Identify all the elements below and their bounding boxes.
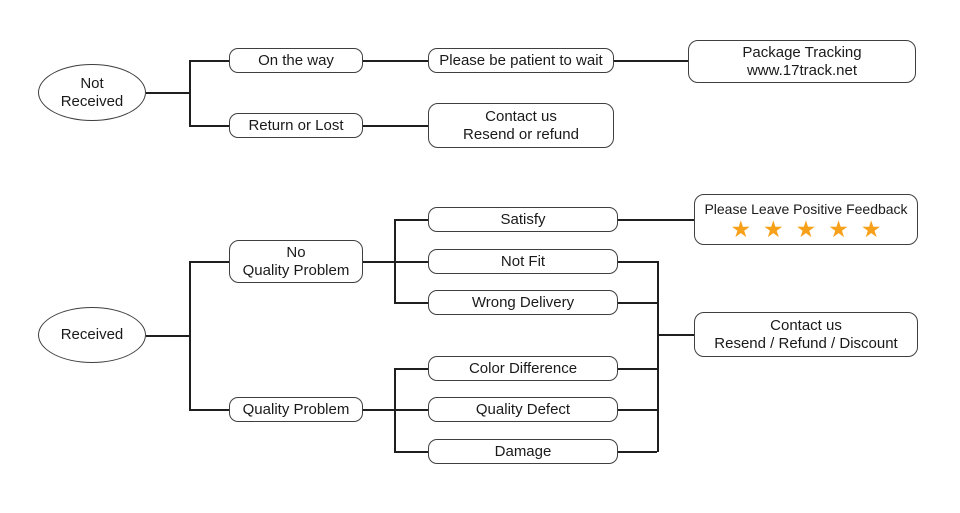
node-return-or-lost: Return or Lost: [229, 113, 363, 138]
node-label: Package Tracking www.17track.net: [742, 43, 862, 79]
node-quality-defect: Quality Defect: [428, 397, 618, 422]
node-label: Contact us Resend or refund: [463, 107, 579, 143]
node-label: Please Leave Positive Feedback: [704, 200, 908, 217]
node-label: On the way: [258, 51, 334, 69]
node-label: Received: [60, 326, 124, 344]
node-label: Return or Lost: [248, 116, 344, 134]
connector-line: [189, 261, 191, 410]
node-not-fit: Not Fit: [428, 249, 618, 274]
node-label: Not Fit: [500, 252, 546, 270]
node-color-difference: Color Difference: [428, 356, 618, 381]
connector-line: [189, 409, 229, 411]
node-received: Received: [38, 307, 146, 363]
node-label: Please be patient to wait: [439, 51, 603, 69]
connector-line: [657, 334, 694, 336]
connector-line: [146, 92, 189, 94]
node-label: Not Received: [60, 74, 124, 110]
node-wrong-delivery: Wrong Delivery: [428, 290, 618, 315]
node-contact-resend-refund-discount: Contact us Resend / Refund / Discount: [694, 312, 918, 357]
node-label: No Quality Problem: [242, 243, 350, 279]
connector-line: [657, 261, 659, 452]
node-label: Damage: [494, 442, 552, 460]
node-label: Wrong Delivery: [471, 293, 575, 311]
connector-line: [394, 368, 428, 370]
node-label: Quality Defect: [475, 400, 571, 418]
connector-line: [363, 409, 428, 411]
node-label: Quality Problem: [242, 400, 350, 418]
connector-line: [146, 335, 189, 337]
node-no-quality-problem: No Quality Problem: [229, 240, 363, 283]
node-on-the-way: On the way: [229, 48, 363, 73]
node-package-tracking: Package Tracking www.17track.net: [688, 40, 916, 83]
connector-line: [189, 261, 229, 263]
node-please-be-patient: Please be patient to wait: [428, 48, 614, 73]
node-damage: Damage: [428, 439, 618, 464]
node-quality-problem: Quality Problem: [229, 397, 363, 422]
node-label: Color Difference: [468, 359, 578, 377]
node-label: Contact us Resend / Refund / Discount: [714, 316, 898, 352]
connector-line: [618, 368, 657, 370]
connector-line: [189, 125, 229, 127]
connector-line: [618, 219, 694, 221]
connector-line: [614, 60, 688, 62]
connector-line: [394, 451, 428, 453]
star-rating-icons: ★★★★★: [730, 216, 894, 243]
connector-line: [189, 60, 191, 126]
connector-line: [618, 302, 657, 304]
connector-line: [363, 261, 428, 263]
connector-line: [618, 261, 657, 263]
connector-line: [363, 60, 428, 62]
connector-line: [394, 219, 396, 303]
node-label: Satisfy: [500, 210, 546, 228]
node-not-received: Not Received: [38, 64, 146, 121]
node-satisfy: Satisfy: [428, 207, 618, 232]
connector-line: [394, 368, 396, 452]
connector-line: [394, 302, 428, 304]
connector-line: [189, 60, 229, 62]
connector-line: [363, 125, 428, 127]
node-positive-feedback: Please Leave Positive Feedback ★★★★★: [694, 194, 918, 245]
connector-line: [618, 409, 657, 411]
connector-line: [618, 451, 657, 453]
connector-line: [394, 219, 428, 221]
node-contact-resend-refund: Contact us Resend or refund: [428, 103, 614, 148]
